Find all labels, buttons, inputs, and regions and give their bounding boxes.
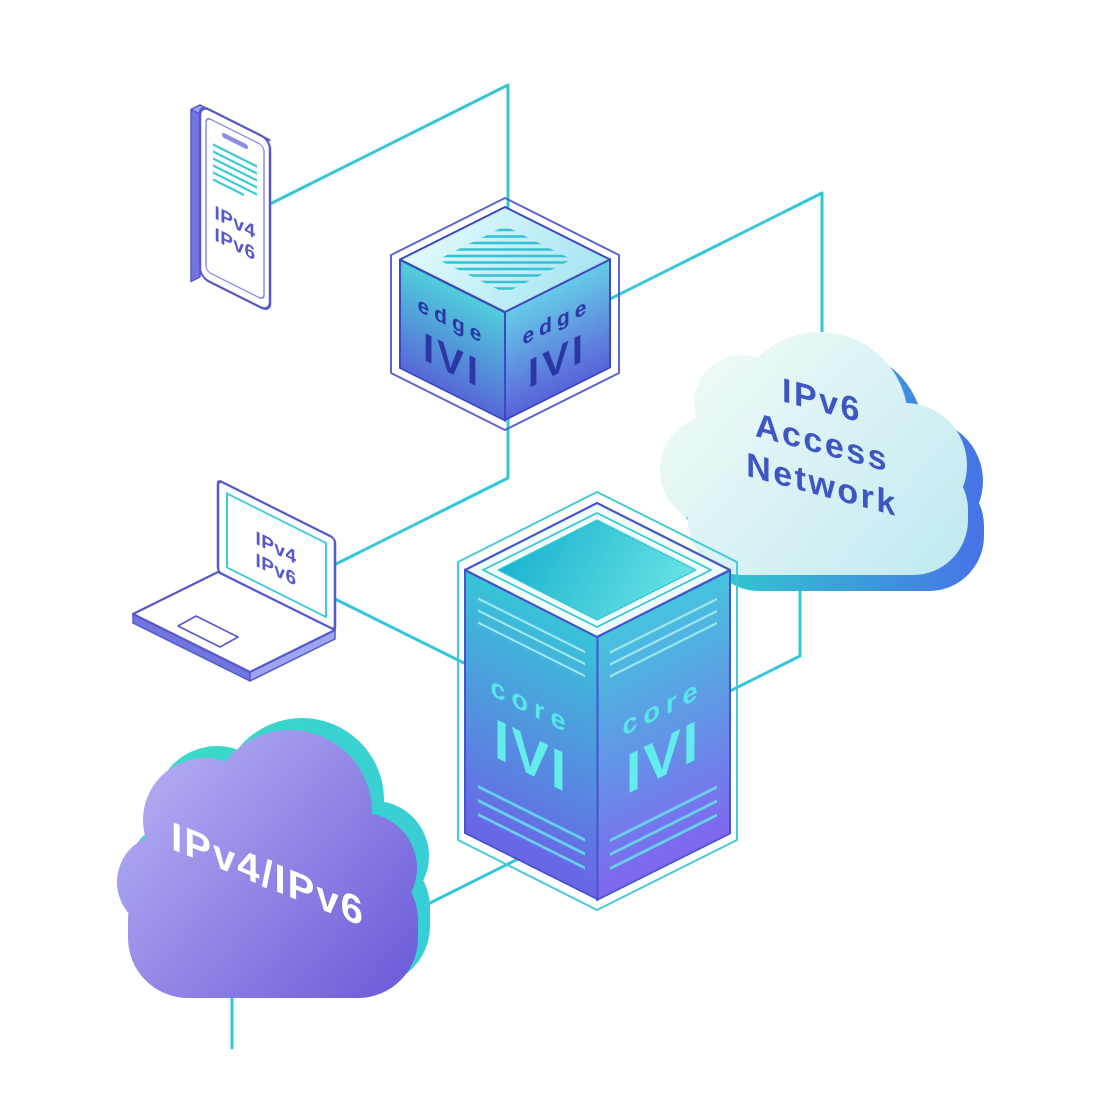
laptop-device: IPv4 IPv6 bbox=[131, 480, 337, 682]
connection-line-ipv6-cloud-to-core bbox=[722, 580, 802, 696]
edge-cube-top-face bbox=[399, 206, 611, 313]
core-left-top-stripes bbox=[478, 597, 585, 678]
phone-device: IPv4 IPv6 bbox=[190, 104, 272, 310]
phone-side-face bbox=[190, 104, 201, 283]
core-router-box: core IVI core IVI bbox=[457, 491, 738, 911]
phone-body bbox=[198, 107, 272, 310]
laptop-base-top bbox=[131, 570, 337, 674]
ipv4-ipv6-cloud: IPv4/IPv6 bbox=[117, 718, 430, 998]
core-top-inner-line bbox=[482, 512, 712, 628]
ipv6-access-cloud: IPv6 Access Network bbox=[660, 332, 984, 591]
ipv4-ipv6-cloud-body bbox=[117, 730, 418, 998]
phone-screen-text-lines bbox=[213, 143, 257, 197]
connection-line-edge-to-laptop bbox=[332, 416, 510, 567]
ipv6-cloud-body bbox=[660, 332, 968, 575]
connection-line-laptop-to-core bbox=[331, 596, 480, 672]
phone-speaker-icon bbox=[222, 132, 248, 150]
core-left-bottom-stripes bbox=[478, 784, 585, 870]
laptop-screen-inner-border bbox=[226, 491, 327, 619]
edge-router-cube: edge IVI edge IVI bbox=[390, 197, 620, 431]
core-top-panel bbox=[497, 519, 697, 621]
phone-screen bbox=[205, 118, 265, 299]
core-right-bottom-stripes bbox=[610, 785, 717, 871]
connection-line-edge-to-ipv6-cloud bbox=[606, 191, 824, 347]
connection-line-phone-to-edge bbox=[270, 83, 510, 212]
core-offset-outline bbox=[457, 491, 738, 911]
laptop-trackpad bbox=[177, 615, 239, 648]
edge-cube-offset-outline bbox=[390, 197, 620, 431]
core-right-top-stripes bbox=[610, 597, 717, 678]
